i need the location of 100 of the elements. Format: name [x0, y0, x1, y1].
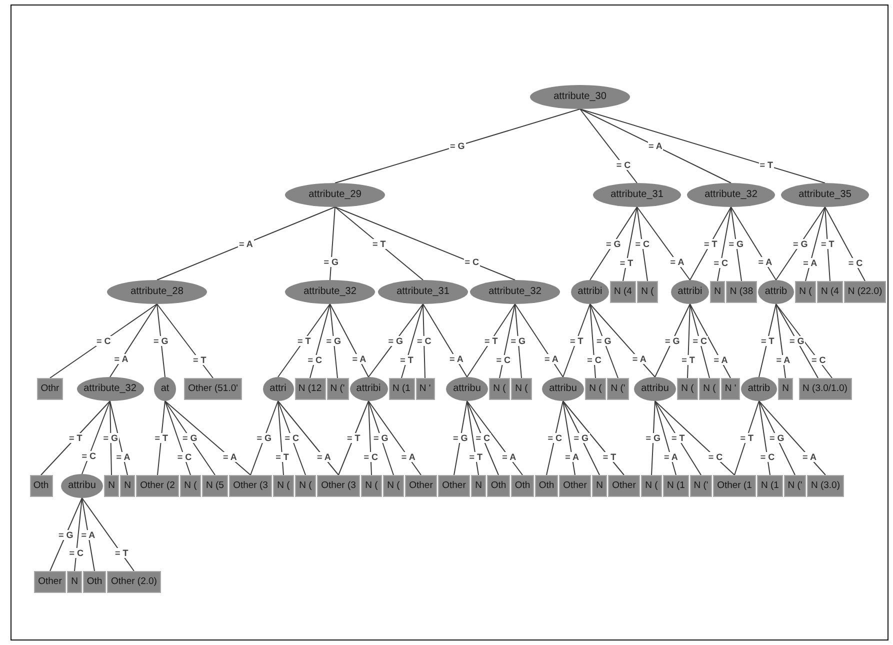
branch-line [580, 108, 826, 184]
edge-label: = A [669, 257, 686, 268]
edge-label: = C [362, 452, 380, 462]
branch-line [636, 206, 690, 280]
edge-label: = A [501, 452, 518, 462]
edge-label: = G [664, 336, 681, 346]
leaf-node: N (12 [294, 378, 326, 400]
attribute-node: attrib [741, 377, 777, 401]
edge-label: = C [692, 336, 708, 346]
branch-line [250, 400, 278, 476]
leaf-node: N ( [273, 475, 294, 497]
leaf-node: Other [438, 475, 470, 497]
edge-label: = A [222, 452, 238, 462]
branch-line [466, 400, 523, 476]
leaf-node: N [710, 281, 725, 303]
leaf-node: Other (2 [136, 475, 179, 497]
edge-label: = A [662, 452, 679, 462]
edge-label: = C [464, 257, 480, 268]
branch-line [110, 400, 128, 476]
edge-label: = G [387, 336, 404, 346]
leaf-node: Othr [37, 378, 63, 400]
branch-line [690, 304, 710, 378]
branch-line [156, 206, 336, 280]
attribute-node: attribu [61, 474, 103, 498]
edge-label: = A [543, 354, 560, 364]
branch-line [824, 206, 830, 282]
edge-label: = T [296, 336, 312, 346]
branch-line [776, 304, 818, 378]
branch-line [580, 108, 638, 184]
edge-label: = T [760, 336, 776, 346]
branch-line [454, 400, 468, 476]
edge-label: = C [495, 355, 512, 366]
edge-label: = C [306, 355, 324, 366]
branch-line [636, 206, 648, 282]
edge-label: = G [322, 257, 340, 268]
leaf-node: N (4 [817, 281, 843, 303]
branch-line [422, 304, 426, 378]
leaf-node: N ( [641, 475, 662, 497]
branch-line [776, 206, 826, 280]
leaf-node: N ( [511, 378, 532, 400]
branch-line [278, 304, 330, 378]
branch-line [758, 400, 796, 476]
branch-line [690, 206, 732, 280]
branch-line [164, 400, 251, 476]
attribute-node: attribi [671, 280, 709, 304]
attribute-node: attri [262, 377, 294, 401]
leaf-node: Oth [535, 475, 558, 497]
attribute-node: attribute_35 [781, 183, 869, 207]
leaf-node: N ( [585, 378, 606, 400]
edge-label: = T [618, 258, 634, 268]
leaf-node: Oth [83, 571, 106, 593]
leaf-node: N (' [326, 378, 348, 400]
edge-label: = G [728, 239, 745, 249]
edge-label: = A [351, 354, 368, 364]
attribute-node: at [154, 377, 176, 401]
leaf-node: N [67, 571, 82, 593]
leaf-node: Other [559, 475, 591, 497]
edge-label: = A [648, 141, 664, 151]
branch-line [654, 400, 702, 476]
leaf-node: N (22.0) [844, 281, 886, 303]
branch-line [40, 400, 110, 476]
leaf-node: N [592, 475, 607, 497]
leaf-node: N (3.0) [807, 475, 844, 497]
attribute-node: attribute_32 [285, 280, 375, 304]
branch-line [330, 206, 336, 280]
edge-label: = T [820, 239, 836, 249]
leaf-node: N [778, 378, 793, 400]
edge-label: = C [847, 258, 864, 268]
edge-label: = G [58, 530, 74, 540]
leaf-node: N [120, 475, 135, 497]
branch-line [82, 498, 134, 572]
edge-label: = G [452, 433, 469, 443]
leaf-node: N (1 [757, 475, 783, 497]
branch-line [110, 400, 112, 476]
edge-label: = C [707, 452, 724, 462]
branch-line [156, 304, 214, 378]
leaf-node: N (1 [388, 378, 414, 400]
branch-line [805, 206, 826, 282]
leaf-node: Other [608, 475, 640, 497]
leaf-node: N (4 [610, 281, 636, 303]
edge-label: = A [316, 452, 332, 462]
leaf-node: N (' [690, 475, 712, 497]
leaf-node: Other (3 [229, 475, 272, 497]
edge-label: = G [152, 336, 170, 346]
edge-label: = C [712, 258, 729, 268]
edge-label: = T [68, 433, 84, 443]
edge-label: = C [416, 336, 432, 346]
branch-line [330, 304, 338, 378]
branch-line [330, 304, 369, 378]
attribute-node: attrib [758, 280, 794, 304]
branch-line [562, 400, 624, 476]
attribute-node: attribute_32 [687, 183, 775, 207]
branch-line [580, 108, 732, 184]
branch-line [368, 400, 372, 476]
edge-label: = C [759, 452, 776, 462]
branch-line [334, 206, 424, 280]
branch-line [466, 400, 499, 476]
edge-label: = A [631, 354, 648, 364]
leaf-node: Other (2.0) [107, 571, 161, 593]
branch-line [401, 304, 424, 378]
